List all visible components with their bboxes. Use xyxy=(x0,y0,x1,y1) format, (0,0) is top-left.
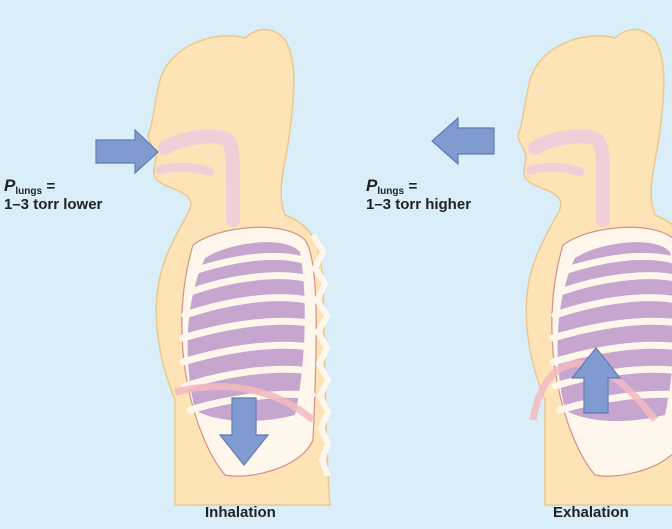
equals-sign: = xyxy=(408,178,417,195)
inhalation-pressure-label: Plungs = 1–3 torr lower xyxy=(4,176,102,214)
inhalation-caption: Inhalation xyxy=(205,504,276,521)
exhalation-figure xyxy=(518,30,672,505)
pressure-symbol: P xyxy=(4,176,15,195)
pressure-subscript: lungs xyxy=(15,186,42,197)
airflow-out-arrow xyxy=(432,118,494,164)
exhalation-caption: Exhalation xyxy=(553,504,629,521)
pressure-subscript: lungs xyxy=(377,186,404,197)
equals-sign: = xyxy=(46,178,55,195)
pressure-value: 1–3 torr higher xyxy=(366,196,471,214)
exhalation-pressure-label: Plungs = 1–3 torr higher xyxy=(366,176,471,214)
pressure-value: 1–3 torr lower xyxy=(4,196,102,214)
pressure-symbol: P xyxy=(366,176,377,195)
